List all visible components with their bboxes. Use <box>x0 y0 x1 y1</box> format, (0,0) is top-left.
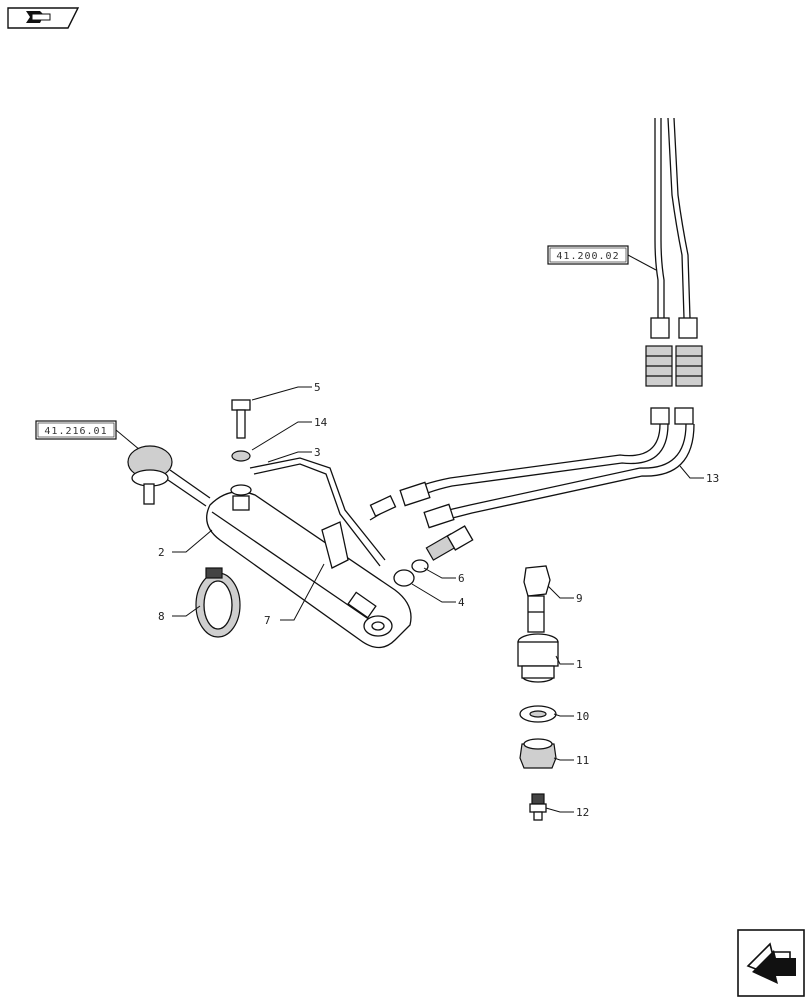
callout-9: 9 <box>576 592 583 605</box>
callout-13: 13 <box>706 472 719 485</box>
bushing <box>517 633 559 683</box>
callout-11: 11 <box>576 754 589 767</box>
callout-10: 10 <box>576 710 589 723</box>
reference-label: 41.200.02 <box>556 251 619 262</box>
callout-2: 2 <box>158 546 165 559</box>
pin <box>523 565 551 633</box>
reference-box-41-200-02[interactable]: 41.200.02 <box>547 245 657 271</box>
washer <box>519 705 557 723</box>
steering-cylinder <box>206 491 412 649</box>
callout-12: 12 <box>576 806 589 819</box>
hose-clamp <box>195 567 241 638</box>
union-fittings <box>369 495 474 587</box>
leader-lines <box>172 386 704 813</box>
bolt-stack <box>230 399 252 511</box>
reference-label: 41.216.01 <box>44 426 107 437</box>
small-tube <box>249 457 386 567</box>
callout-4: 4 <box>458 596 465 609</box>
callout-8: 8 <box>158 610 165 623</box>
hydraulic-hoses <box>399 423 695 529</box>
ball-joint <box>127 445 211 507</box>
callout-7: 7 <box>264 614 271 627</box>
next-page-arrow-icon[interactable] <box>737 929 805 997</box>
callout-6: 6 <box>458 572 465 585</box>
callout-numbers: 1 2 3 4 5 6 7 8 9 10 11 12 13 14 <box>158 381 719 819</box>
callout-5: 5 <box>314 381 321 394</box>
callout-1: 1 <box>576 658 583 671</box>
grease-nipple <box>529 793 547 821</box>
castle-nut <box>519 738 557 769</box>
upper-hydraulic-pipes <box>645 117 703 425</box>
callout-3: 3 <box>314 446 321 459</box>
callout-14: 14 <box>314 416 328 429</box>
back-arrow-icon[interactable] <box>7 7 80 29</box>
reference-box-41-216-01[interactable]: 41.216.01 <box>35 420 141 451</box>
